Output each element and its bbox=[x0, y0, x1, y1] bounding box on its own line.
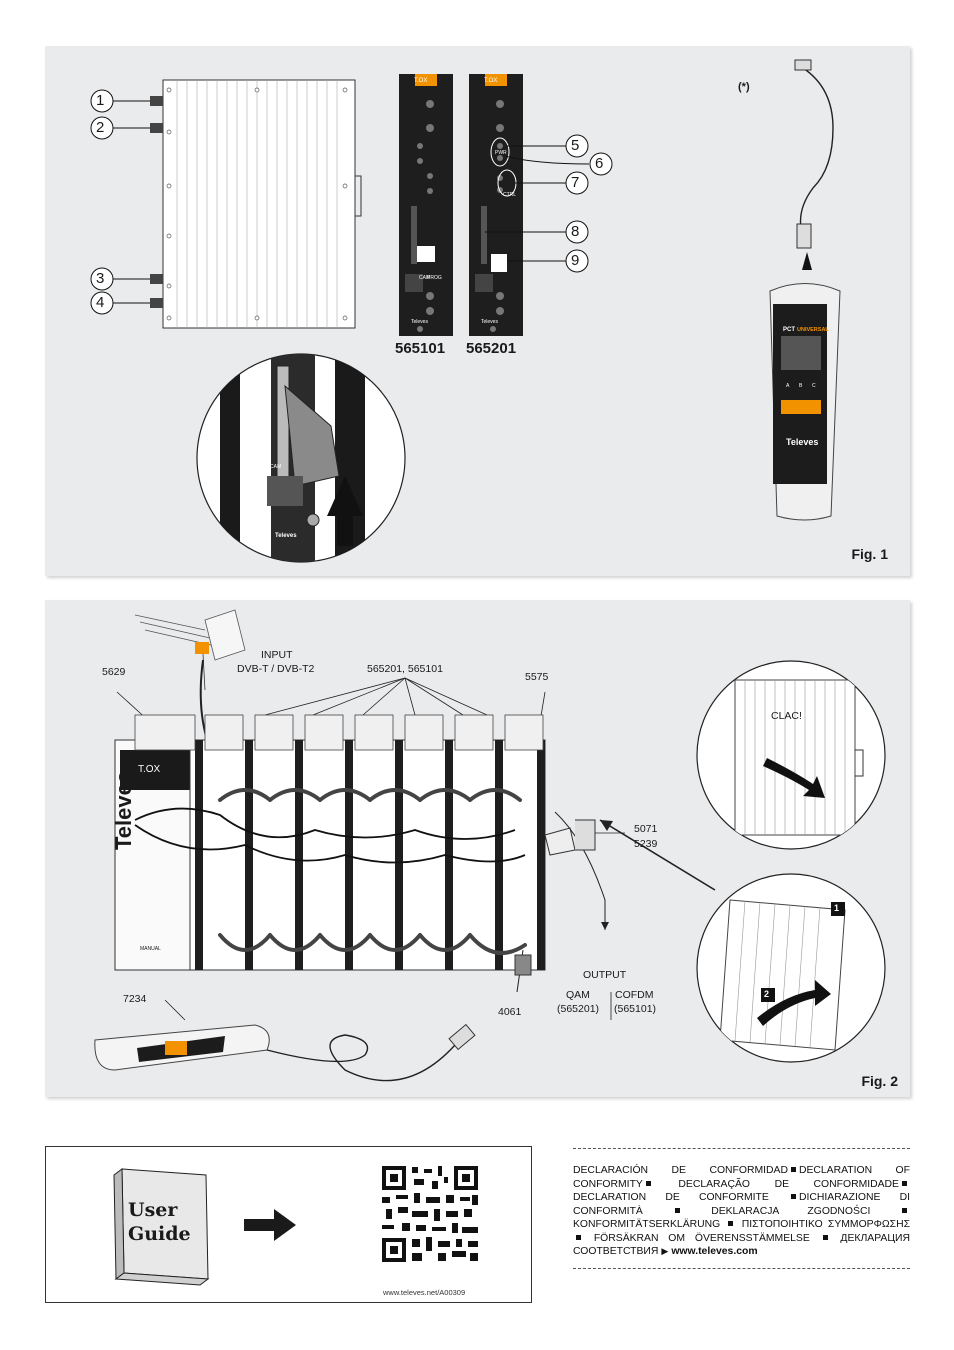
module-cam-label: CAM bbox=[419, 275, 431, 281]
part-5575: 5575 bbox=[525, 671, 549, 683]
declaration-en: DECLARATION OF CONFORMITY bbox=[573, 1165, 910, 1190]
figure-1-panel: 1 2 3 4 5 6 7 8 9 T.OX T.OX CAM PROG PWR… bbox=[45, 46, 910, 576]
step-2: 2 bbox=[764, 989, 770, 999]
declaration-el: ΠΙΣΤΟΠΟΙΗΤΙΚΟ ΣΥΜΜΟΡΦΩΣΗΣ bbox=[741, 1219, 911, 1230]
programmer-tag: UNIVERSAL bbox=[797, 327, 829, 333]
callout-9: 9 bbox=[571, 252, 580, 269]
declaration-pl: DEKLARACJA ZGODNOŚCI bbox=[711, 1205, 871, 1217]
programmer-key-b: B bbox=[799, 383, 803, 389]
chassis-manual-label: MANUAL bbox=[140, 946, 161, 952]
part-5239: 5239 bbox=[634, 838, 658, 850]
optional-asterisk: (*) bbox=[738, 81, 750, 93]
declaration-de: KONFORMITÄTSERKLÄRUNG bbox=[573, 1219, 721, 1230]
output-label: OUTPUT bbox=[583, 969, 627, 981]
amplifier-side-view bbox=[150, 79, 362, 329]
module-prog-label: PROG bbox=[427, 275, 442, 281]
declaration-it: DICHIARAZIONE DI CONFORMITÀ bbox=[573, 1192, 911, 1217]
programmer-key-c: C bbox=[812, 383, 816, 389]
figure-1-drawing bbox=[90, 59, 841, 563]
mount-steps-detail bbox=[696, 873, 886, 1063]
declaration-sv: FÖRSÄKRAN OM ÖVERENSSTÄMMELSE bbox=[593, 1232, 810, 1244]
model-565101: 565101 bbox=[395, 340, 446, 357]
user-guide-box: User Guide bbox=[45, 1146, 532, 1303]
declaration-top-divider bbox=[573, 1148, 910, 1149]
declaration-es: DECLARACIÓN DE CONFORMIDAD bbox=[573, 1165, 788, 1176]
part-modules: 565201, 565101 bbox=[367, 663, 443, 675]
triangle-right-icon: ▶ bbox=[661, 1246, 669, 1256]
module-brand-right: T.OX bbox=[484, 78, 498, 84]
module-pwr-label: PWR bbox=[495, 150, 507, 156]
qr-code-icon bbox=[379, 1163, 481, 1265]
figure-2-drawing bbox=[94, 609, 886, 1082]
chassis-brand: T.OX bbox=[138, 764, 161, 775]
programmer-brand: Televes bbox=[786, 437, 819, 447]
callout-2: 2 bbox=[96, 119, 105, 136]
figure-2-panel: INPUT DVB-T / DVB-T2 5629 565201, 565101… bbox=[45, 600, 910, 1097]
part-5629: 5629 bbox=[102, 666, 126, 678]
callout-7: 7 bbox=[571, 174, 580, 191]
programmer-model: PCT bbox=[783, 327, 795, 333]
book-icon bbox=[113, 1168, 210, 1286]
declaration-pt: DECLARAÇÃO DE CONFORMIDADE bbox=[678, 1178, 899, 1190]
declaration-fr: DECLARATION DE CONFORMITE bbox=[573, 1192, 769, 1203]
guide-title-line2: Guide bbox=[128, 1223, 191, 1245]
card-brand: Televes bbox=[275, 533, 297, 539]
antenna-icon bbox=[134, 609, 246, 691]
cofdm-label: COFDM bbox=[615, 989, 654, 1001]
declaration-ru: ДЕКЛАРАЦИЯ СООТВЕТСТВИЯ bbox=[573, 1232, 911, 1258]
card-cam-label: CAM bbox=[270, 464, 282, 470]
callout-3: 3 bbox=[96, 270, 105, 287]
arrow-right-icon bbox=[244, 1209, 296, 1241]
callout-8: 8 bbox=[571, 223, 580, 240]
declaration-bottom-divider bbox=[573, 1268, 910, 1269]
module-ctrl-label: CTRL bbox=[503, 192, 517, 198]
callout-5: 5 bbox=[571, 137, 580, 154]
declaration-url-link[interactable]: www.televes.com bbox=[671, 1246, 758, 1257]
module-565101 bbox=[399, 74, 453, 336]
module-maker-right: Televes bbox=[481, 319, 498, 325]
figure-2-label: Fig. 2 bbox=[861, 1073, 898, 1089]
chassis-televes-logo: Televes bbox=[111, 770, 136, 850]
part-7234: 7234 bbox=[123, 993, 147, 1005]
qam-model: (565201) bbox=[557, 1003, 600, 1015]
callout-6: 6 bbox=[595, 155, 604, 172]
figure-1-label: Fig. 1 bbox=[851, 546, 888, 562]
input-types: DVB-T / DVB-T2 bbox=[237, 663, 315, 675]
clac-detail bbox=[696, 660, 886, 850]
programmer-key-a: A bbox=[786, 383, 790, 389]
part-4061: 4061 bbox=[498, 1006, 522, 1018]
programmer-7234 bbox=[94, 999, 476, 1082]
input-label: INPUT bbox=[261, 649, 293, 661]
step-1: 1 bbox=[834, 903, 840, 913]
programmer-device bbox=[769, 59, 841, 521]
guide-title-line1: User bbox=[128, 1199, 178, 1221]
cam-insert-detail bbox=[196, 353, 406, 563]
callout-4: 4 bbox=[96, 294, 105, 311]
qam-label: QAM bbox=[566, 989, 590, 1001]
headend-chassis bbox=[114, 714, 609, 993]
module-565201 bbox=[469, 74, 523, 336]
guide-url-link[interactable]: www.televes.net/A00309 bbox=[383, 1288, 466, 1297]
part-5071: 5071 bbox=[634, 823, 658, 835]
cofdm-model: (565101) bbox=[614, 1003, 657, 1015]
module-brand-left: T.OX bbox=[414, 78, 428, 84]
clac-label: CLAC! bbox=[771, 710, 802, 722]
module-maker-left: Televes bbox=[411, 319, 428, 325]
model-565201: 565201 bbox=[466, 340, 517, 357]
user-guide-drawing bbox=[113, 1163, 481, 1286]
callout-1: 1 bbox=[96, 92, 105, 109]
